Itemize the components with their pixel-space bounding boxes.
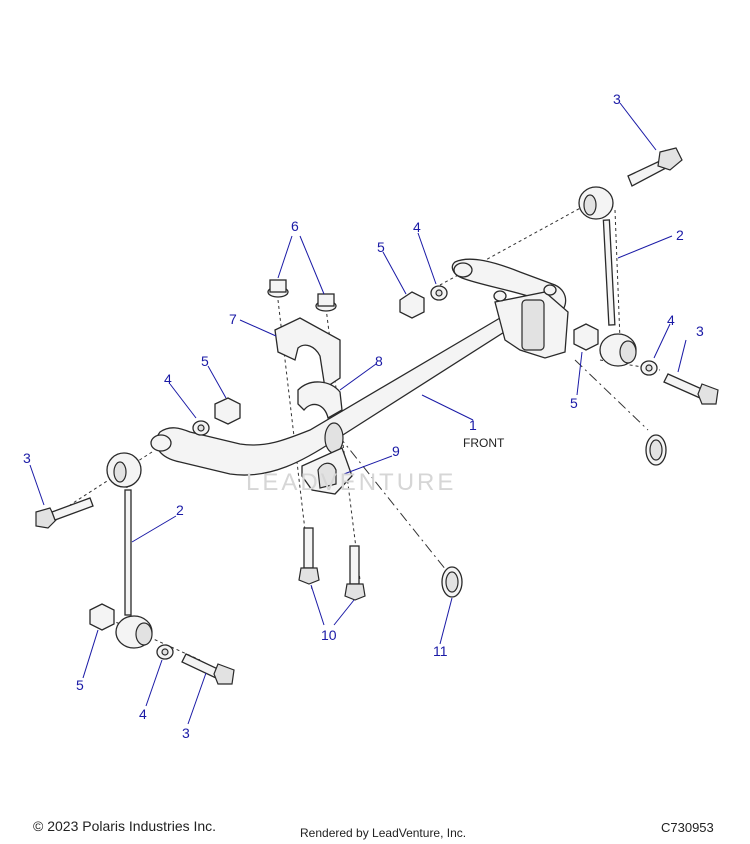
rendered-by-text: Rendered by LeadVenture, Inc. xyxy=(300,826,467,840)
drawing-number: C730953 xyxy=(661,820,714,835)
callout-4-top[interactable]: 4 xyxy=(413,219,421,235)
clamp-bolt-right[interactable] xyxy=(344,545,366,601)
copyright-text: © 2023 Polaris Industries Inc. xyxy=(33,818,217,834)
nut-right-upper[interactable] xyxy=(399,291,425,319)
callout-3-right[interactable]: 3 xyxy=(696,323,704,339)
bolt-left[interactable] xyxy=(35,497,94,529)
assembly-axes xyxy=(69,199,661,661)
link-rod-right[interactable] xyxy=(578,186,637,367)
nut-left-lower[interactable] xyxy=(89,603,115,631)
bushing-clamp[interactable] xyxy=(274,317,341,390)
callout-8[interactable]: 8 xyxy=(375,353,383,369)
callout-5-top[interactable]: 5 xyxy=(377,239,385,255)
washer-right-lower[interactable] xyxy=(640,360,658,376)
bushing-upper-half[interactable] xyxy=(297,381,343,420)
callout-3-left[interactable]: 3 xyxy=(23,450,31,466)
callout-5-bottom[interactable]: 5 xyxy=(76,677,84,693)
o-ring-rear[interactable] xyxy=(645,434,667,466)
washer-left-lower[interactable] xyxy=(156,644,174,660)
callout-2-left[interactable]: 2 xyxy=(176,502,184,518)
watermark: LEADVENTURE xyxy=(246,469,457,496)
bolt-lower-left[interactable] xyxy=(181,653,235,685)
clamp-bolt-left[interactable] xyxy=(298,527,320,585)
flange-nut-left[interactable] xyxy=(267,279,289,298)
callout-4-left[interactable]: 4 xyxy=(164,371,172,387)
callout-5-right[interactable]: 5 xyxy=(570,395,578,411)
callout-6[interactable]: 6 xyxy=(291,218,299,234)
callout-5-left[interactable]: 5 xyxy=(201,353,209,369)
nut-right-lower[interactable] xyxy=(573,323,599,351)
callout-10[interactable]: 10 xyxy=(321,627,337,643)
front-direction-label: FRONT xyxy=(463,436,505,450)
callout-7[interactable]: 7 xyxy=(229,311,237,327)
right-mount-clamp[interactable] xyxy=(493,284,569,359)
bolt-upper-right[interactable] xyxy=(627,147,683,187)
bolt-mid-right[interactable] xyxy=(663,373,719,405)
washer-left-upper[interactable] xyxy=(192,420,210,436)
leader-lines xyxy=(29,102,687,725)
link-rod-left[interactable] xyxy=(106,452,153,649)
callout-4-right[interactable]: 4 xyxy=(667,312,675,328)
callout-1[interactable]: 1 xyxy=(469,417,477,433)
callouts: 1 2 2 3 3 3 3 4 4 4 4 5 5 5 5 6 7 8 9 10… xyxy=(23,91,704,741)
callout-3-top[interactable]: 3 xyxy=(613,91,621,107)
flange-nut-right[interactable] xyxy=(315,293,337,312)
nut-left-upper[interactable] xyxy=(214,397,241,425)
callout-4-bottom[interactable]: 4 xyxy=(139,706,147,722)
callout-3-bottom[interactable]: 3 xyxy=(182,725,190,741)
bushing-lower-half[interactable] xyxy=(301,447,353,495)
callout-2-right[interactable]: 2 xyxy=(676,227,684,243)
o-ring-front[interactable] xyxy=(441,566,463,598)
callout-9[interactable]: 9 xyxy=(392,443,400,459)
callout-11[interactable]: 11 xyxy=(433,643,448,659)
washer-right-upper[interactable] xyxy=(430,285,448,301)
